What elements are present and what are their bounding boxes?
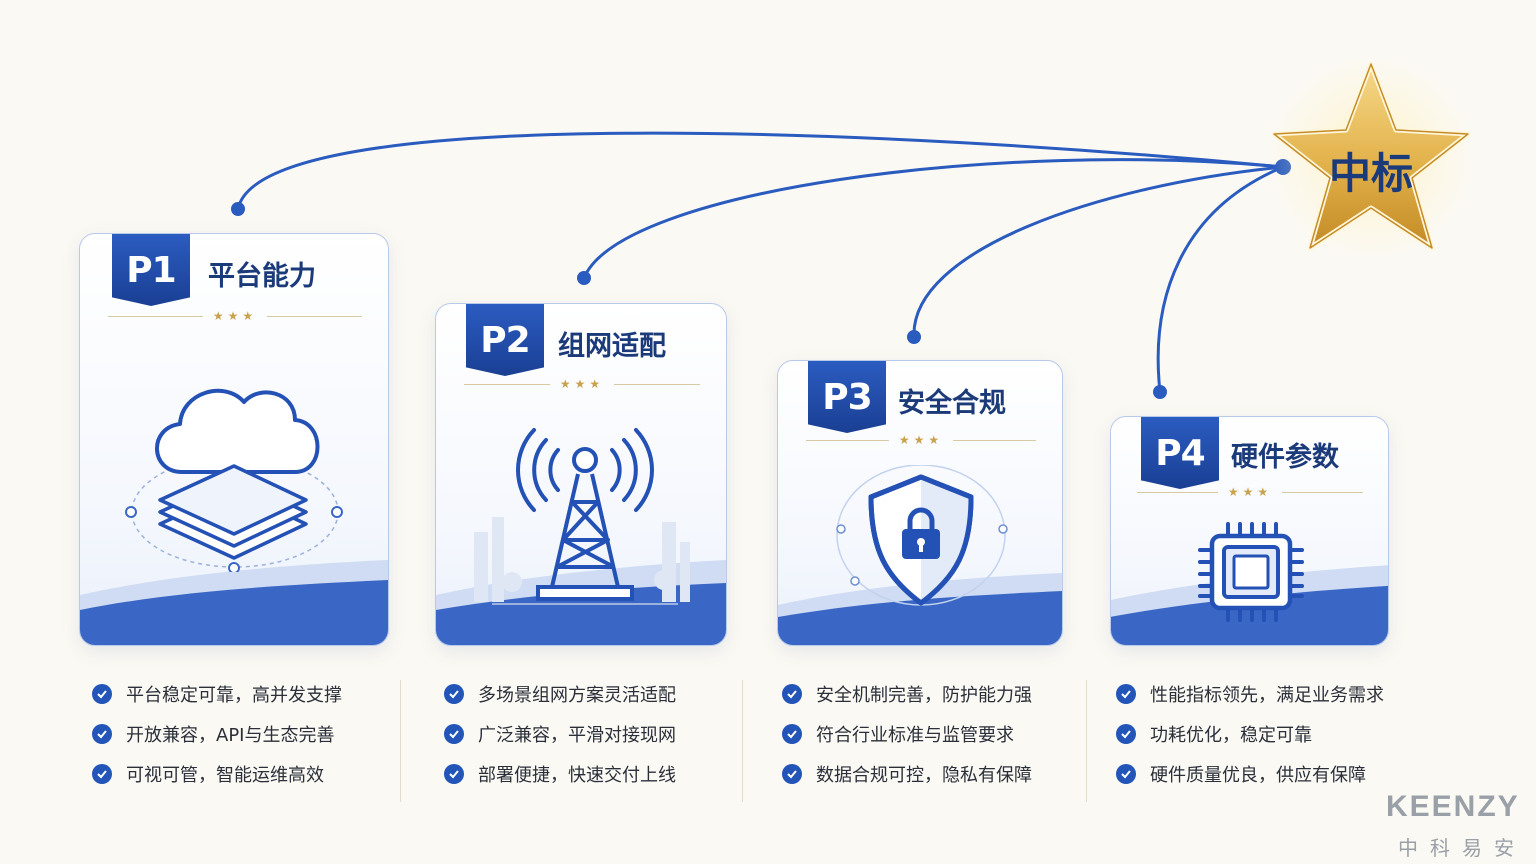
card-title: 平台能力 [208, 261, 316, 292]
card-p2: P2 组网适配 ★★★ [435, 303, 727, 646]
check-icon [782, 724, 802, 744]
goal-star-icon [1271, 58, 1471, 254]
card-divider: ★★★ [108, 309, 362, 323]
bullet-list-p3: 安全机制完善，防护能力强 符合行业标准与监管要求 数据合规可控，隐私有保障 [782, 674, 1032, 794]
check-icon [1116, 684, 1136, 704]
card-badge: P3 [808, 361, 886, 433]
connector-dot-p3 [907, 330, 921, 344]
card-stars: ★★★ [559, 377, 605, 391]
bullet-list-p4: 性能指标领先，满足业务需求 功耗优化，稳定可靠 硬件质量优良，供应有保障 [1116, 674, 1384, 794]
list-item: 硬件质量优良，供应有保障 [1116, 754, 1384, 794]
check-icon [444, 764, 464, 784]
card-divider: ★★★ [1137, 485, 1363, 499]
list-item: 平台稳定可靠，高并发支撑 [92, 674, 342, 714]
bullet-list-p2: 多场景组网方案灵活适配 广泛兼容，平滑对接现网 部署便捷，快速交付上线 [444, 674, 676, 794]
card-wave [436, 560, 726, 645]
card-wave [778, 573, 1062, 645]
cloud-platform-icon [125, 388, 343, 572]
goal-label: 中标 [1328, 149, 1413, 198]
card-badge: P1 [112, 234, 190, 306]
column-separator [1086, 680, 1087, 802]
column-separator [742, 680, 743, 802]
card-title: 组网适配 [558, 331, 666, 362]
check-icon [782, 764, 802, 784]
check-icon [444, 684, 464, 704]
signal-tower-icon [474, 428, 690, 605]
check-icon [92, 684, 112, 704]
connector-p3 [912, 165, 1285, 339]
list-item: 数据合规可控，隐私有保障 [782, 754, 1032, 794]
list-item: 开放兼容，API与生态完善 [92, 714, 342, 754]
connector-p1 [236, 131, 1285, 211]
brand-logo-text: KEENZY [1386, 790, 1520, 823]
card-divider: ★★★ [464, 377, 700, 391]
card-wave [80, 560, 388, 645]
card-divider: ★★★ [806, 433, 1036, 447]
card-badge: P4 [1141, 417, 1219, 489]
connector-dot-p1 [231, 202, 245, 216]
card-p3: P3 安全合规 ★★★ [777, 360, 1063, 646]
connector-p4 [1156, 165, 1285, 394]
brand-logo-subtext: 中科易安 [1398, 836, 1526, 860]
card-title: 安全合规 [898, 388, 1006, 419]
bullet-list-p1: 平台稳定可靠，高并发支撑 开放兼容，API与生态完善 可视可管，智能运维高效 [92, 674, 342, 794]
list-item: 部署便捷，快速交付上线 [444, 754, 676, 794]
connector-dot-p2 [577, 271, 591, 285]
list-item: 功耗优化，稳定可靠 [1116, 714, 1384, 754]
card-stars: ★★★ [1227, 485, 1273, 499]
card-p4: P4 硬件参数 ★★★ [1110, 416, 1389, 646]
check-icon [1116, 724, 1136, 744]
list-item: 安全机制完善，防护能力强 [782, 674, 1032, 714]
list-item: 多场景组网方案灵活适配 [444, 674, 676, 714]
list-item: 符合行业标准与监管要求 [782, 714, 1032, 754]
list-item: 广泛兼容，平滑对接现网 [444, 714, 676, 754]
card-badge: P2 [466, 304, 544, 376]
connector-dot-p4 [1153, 385, 1167, 399]
card-p1: P1 平台能力 ★★★ [79, 233, 389, 646]
column-separator [400, 680, 401, 802]
card-stars: ★★★ [212, 309, 258, 323]
chip-icon [1198, 522, 1304, 622]
connector-p2 [582, 158, 1285, 280]
check-icon [782, 684, 802, 704]
shield-lock-icon [836, 465, 1008, 606]
list-item: 可视可管，智能运维高效 [92, 754, 342, 794]
card-stars: ★★★ [898, 433, 944, 447]
check-icon [444, 724, 464, 744]
check-icon [1116, 764, 1136, 784]
card-title: 硬件参数 [1231, 442, 1339, 473]
list-item: 性能指标领先，满足业务需求 [1116, 674, 1384, 714]
check-icon [92, 724, 112, 744]
check-icon [92, 764, 112, 784]
